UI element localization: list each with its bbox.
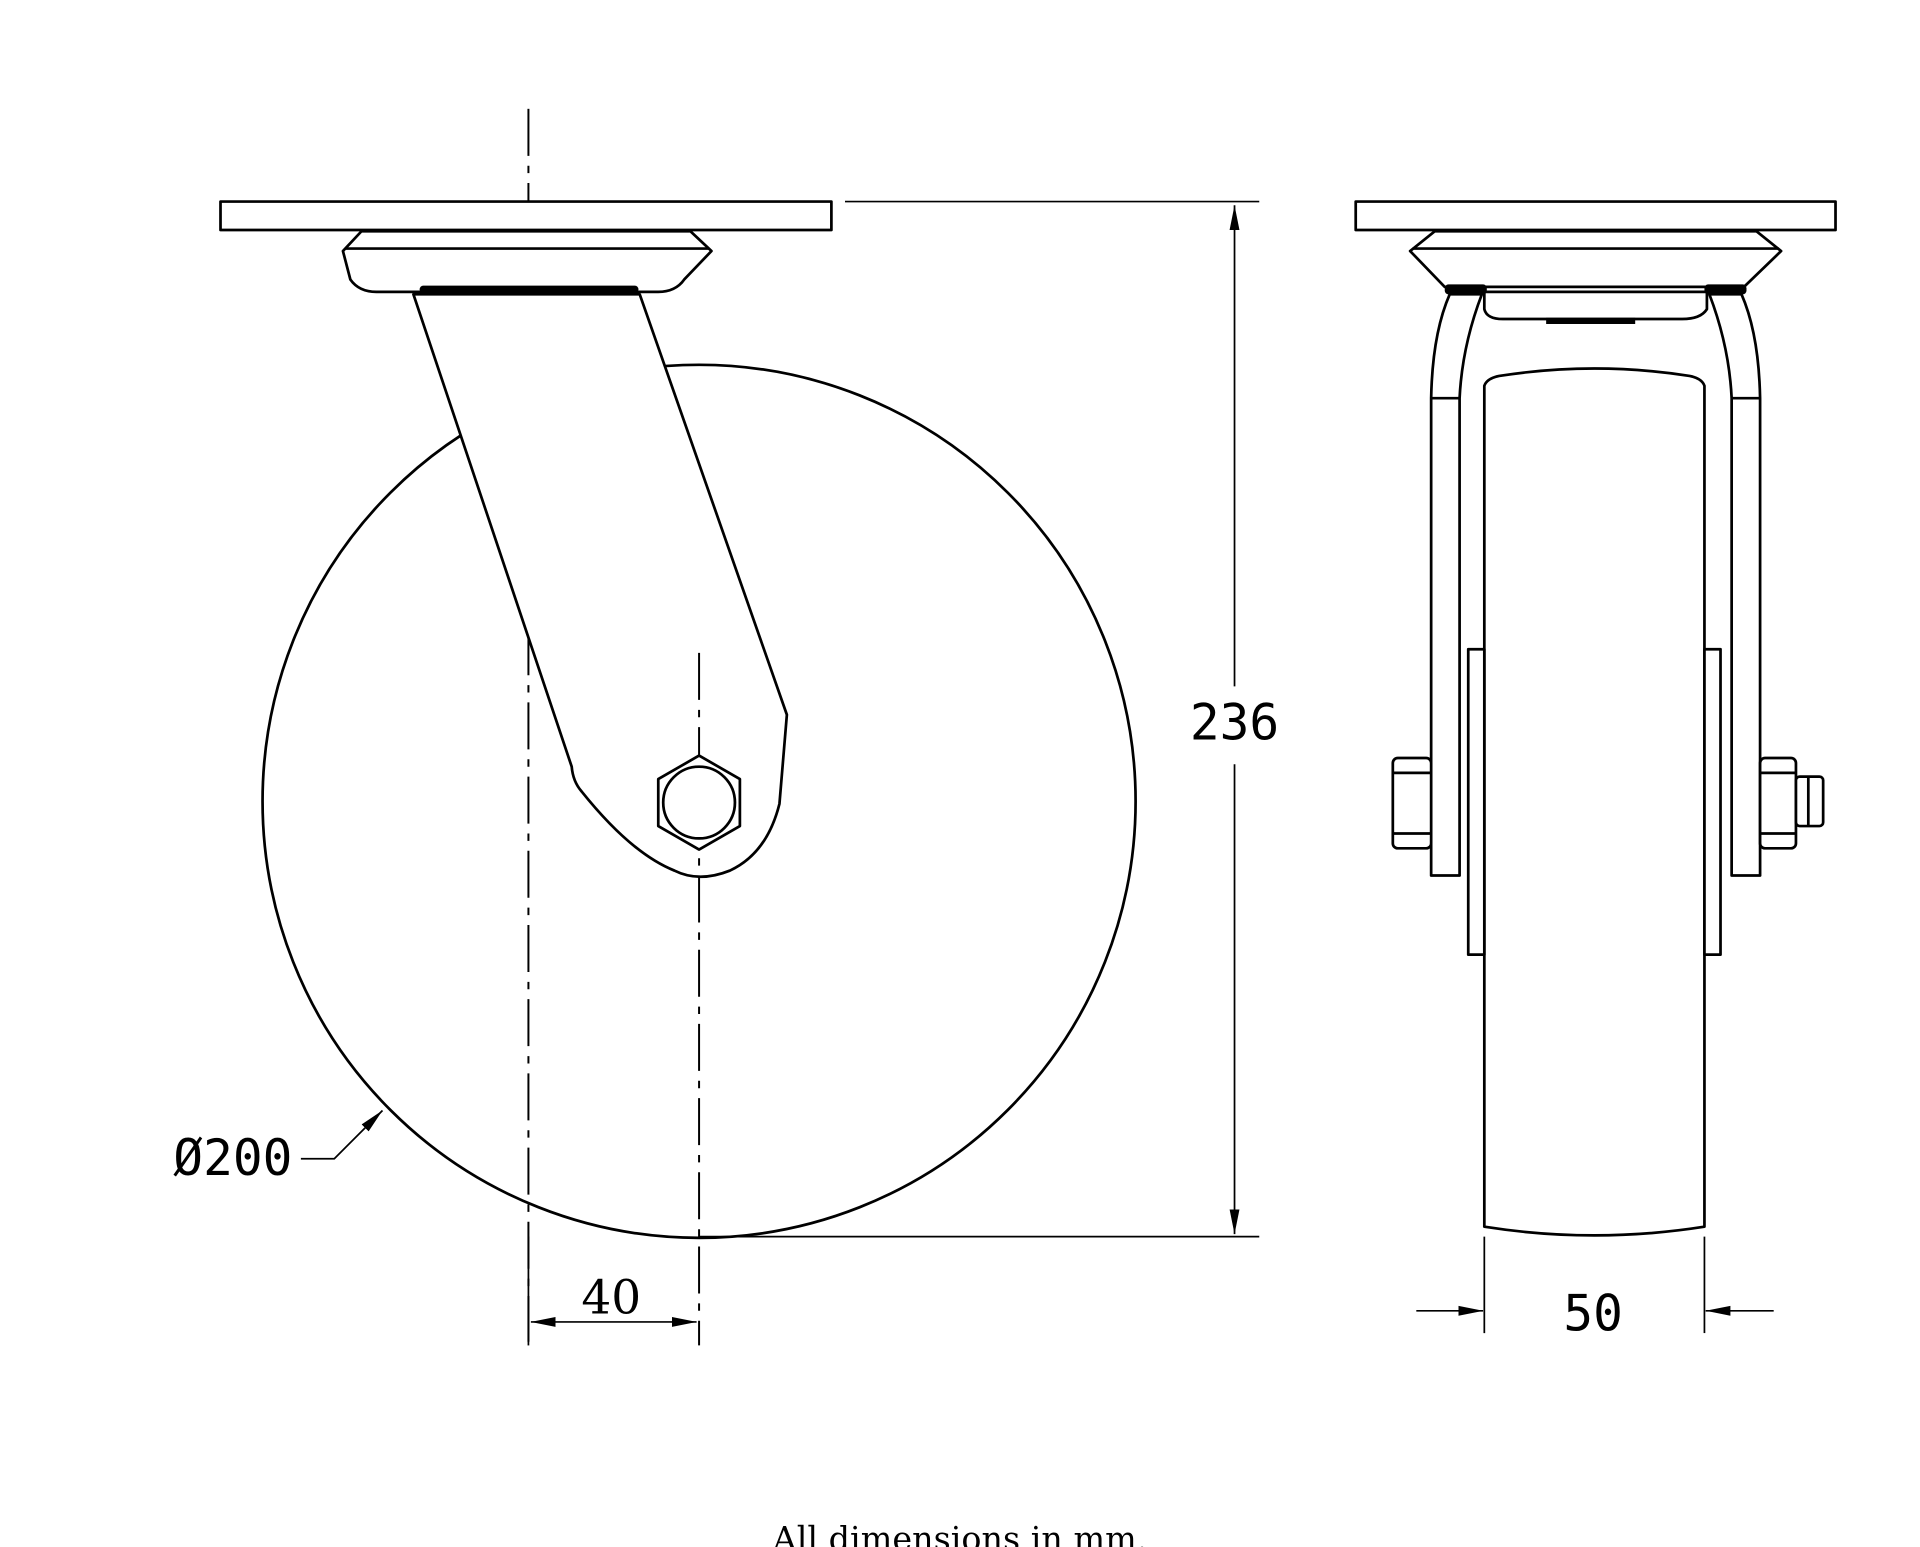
front-fork-leg-right (1708, 292, 1762, 877)
front-seal-right (1704, 284, 1747, 295)
front-view: 50 (1354, 200, 1837, 1343)
units-note: All dimensions in mm. (772, 1520, 1148, 1547)
hub-left (1466, 647, 1486, 957)
front-seal-left (1444, 284, 1487, 295)
fork-leg (412, 292, 789, 879)
front-axle-nut-left (1391, 756, 1433, 850)
dim-overall-height: 236 (1190, 693, 1279, 751)
dim-wheel-width: 50 (1563, 1285, 1623, 1343)
wheel-outline (261, 363, 1137, 1240)
front-top-plate (1354, 200, 1837, 232)
front-wheel (1482, 367, 1706, 1237)
front-kingpin (1546, 317, 1636, 324)
front-axle-nut-right (1758, 756, 1825, 850)
front-fork-leg-left (1429, 292, 1484, 877)
dim-wheel-diameter: Ø200 (173, 1129, 292, 1187)
swivel-head (341, 229, 713, 294)
dim-swivel-offset: 40 (581, 1270, 641, 1325)
front-lower-race (1482, 290, 1709, 321)
leader-wheel-diameter (300, 1109, 384, 1160)
side-view: 236 Ø200 40 (173, 108, 1279, 1346)
front-swivel-head (1408, 229, 1783, 289)
top-plate (219, 200, 833, 232)
axle-bolt (661, 765, 737, 840)
hub-right (1703, 647, 1722, 957)
axle-hex-nut (656, 754, 742, 851)
